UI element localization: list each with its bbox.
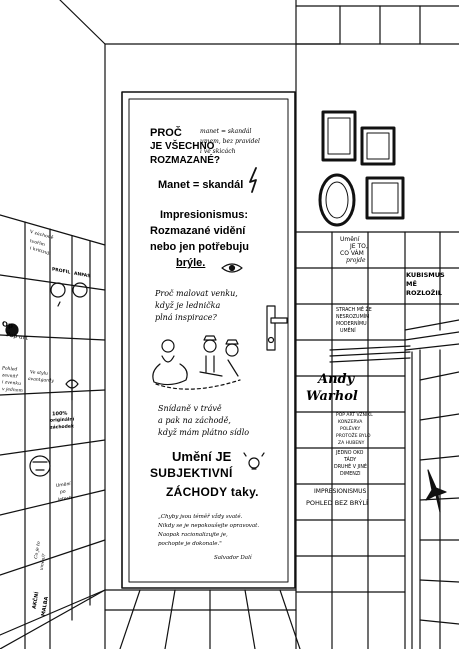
lw-t7-b: umění? — [39, 553, 48, 571]
door-quote-author: Salvador Dalí — [214, 555, 252, 561]
rw-jedno-2: TÁDY — [344, 458, 357, 463]
rw-popart-1: POP ART VZNIKL — [336, 413, 373, 418]
door-quote-3: Naopak racionalizujte je, — [158, 532, 228, 538]
door-plein-1: Proč malovat venku, — [155, 289, 238, 298]
rw-pohled-1: IMPRESIONISMUS — [314, 488, 367, 495]
door-plein-2: když je lednička — [155, 301, 221, 310]
lw-t3-a: Pohled — [2, 366, 18, 373]
rw-jedno-4: DIMENZI — [340, 472, 361, 477]
rw-jedno-3: DRUHÉ V JINÉ — [334, 465, 367, 470]
lw-t8-a: AKČNÍ — [31, 591, 41, 610]
star-icon — [425, 469, 447, 513]
lightning-icon — [249, 167, 257, 193]
lw-t6-b: po — [60, 489, 66, 496]
door-q3: ROZMAZANÉ? — [150, 155, 220, 166]
rw-popart-4: PROTOŽE BYLO — [336, 434, 371, 439]
lw-op: Op — [2, 320, 13, 330]
rw-kub-1: KUBISMUS — [406, 271, 445, 279]
right-partition — [404, 319, 459, 649]
door-q2: JE VŠECHNO — [150, 141, 215, 152]
rw-umeni-4: projde — [346, 257, 366, 264]
rw-umeni-1: Umění — [340, 236, 360, 243]
eye-icon — [221, 263, 243, 273]
door-umeni-1: Umění JE — [172, 449, 232, 464]
lw-popart: Pop art — [6, 331, 29, 342]
door-note-2: umem, bez pravidel — [200, 138, 260, 145]
door-imp-1: Impresionismus: — [160, 209, 249, 221]
picnic-figures-drawing — [152, 335, 241, 390]
door-imp-2: Rozmazané vidění — [150, 225, 246, 237]
door-quote-2: Nikdy se je nepokoušejte opravovat. — [158, 523, 260, 529]
door-handle[interactable] — [266, 305, 288, 351]
door-quote-1: „Chyby jsou téměř vždy svaté. — [158, 514, 243, 520]
door-umeni-2: SUBJEKTIVNÍ — [150, 466, 233, 480]
lw-t6-c: letech — [58, 496, 72, 503]
door-quote-4: pochopte je dokonale." — [158, 541, 222, 547]
lw-t5-a: 100% — [52, 410, 68, 418]
lw-anfas: ANFAS — [74, 271, 91, 280]
rw-strach-1: STRACH MĚ ŽE — [336, 308, 372, 313]
door-imp-4: brýle. — [176, 257, 206, 269]
door-dej-1: Snídaně v trávě — [158, 404, 222, 413]
door-dej-3: když mám plátno sídlo — [158, 428, 250, 437]
rw-strach-4: UMĚNÍ — [340, 329, 356, 334]
lightbulb-icon — [243, 452, 265, 470]
rw-kub-2: MĚ — [406, 280, 417, 288]
rw-popart-2: KONZERVA — [338, 420, 363, 425]
rw-strach-3: MODERNÍMU — [336, 322, 367, 327]
door-plein-3: plná inspirace? — [155, 313, 217, 322]
ceiling-lines — [59, 0, 459, 649]
door-imp-3: nebo jen potřebuju — [150, 241, 249, 253]
lw-profil: PROFIL — [52, 267, 71, 276]
lw-t5-b: originální — [50, 417, 75, 424]
lw-t3-d: v jednom — [2, 387, 23, 394]
door-q1: PROČ — [150, 127, 182, 139]
rw-umeni-2: JE TO, — [350, 243, 368, 250]
rw-pohled-2: POHLED BEZ BRÝLÍ — [306, 499, 368, 507]
left-wall-tiles — [0, 214, 106, 649]
lw-t4-b: avantgardy — [28, 376, 54, 385]
door-note-3: i ve skicách — [200, 148, 236, 155]
rw-jedno-1: JEDNO OKO — [336, 451, 364, 456]
rw-strach-2: NESROZUMÍM — [336, 315, 370, 320]
door-dej-2: a pak na záchodě, — [158, 416, 231, 425]
grab-rail — [329, 345, 411, 363]
lw-t6-a: Umění — [56, 481, 71, 490]
rw-warhol-2: Warhol — [306, 389, 358, 404]
door-manet: Manet = skandál — [158, 179, 244, 191]
door-note-1: manet = skandál — [200, 128, 252, 135]
picture-frames — [318, 110, 405, 227]
rw-popart-3: POLÉVKY — [340, 427, 361, 432]
rw-popart-5: ZA HUBENY — [338, 441, 365, 446]
lw-tile1-c: i kritizuji — [30, 246, 51, 257]
lw-t8-b: MALBA — [40, 596, 50, 617]
floor-lines — [0, 589, 301, 649]
lw-t5-c: záchodek — [50, 424, 74, 431]
left-wall-doodles — [5, 282, 88, 477]
rw-kub-3: ROZLOŽIL — [406, 289, 442, 297]
right-wall-tiles — [295, 231, 459, 649]
door-umeni-3: ZÁCHODY taky. — [166, 485, 259, 499]
left-wall-text: V záchodě tvořím i kritizuji PROFIL ANFA… — [0, 0, 105, 649]
rw-umeni-3: CO VÁM — [340, 250, 364, 257]
rw-warhol-1: Andy — [318, 372, 355, 387]
